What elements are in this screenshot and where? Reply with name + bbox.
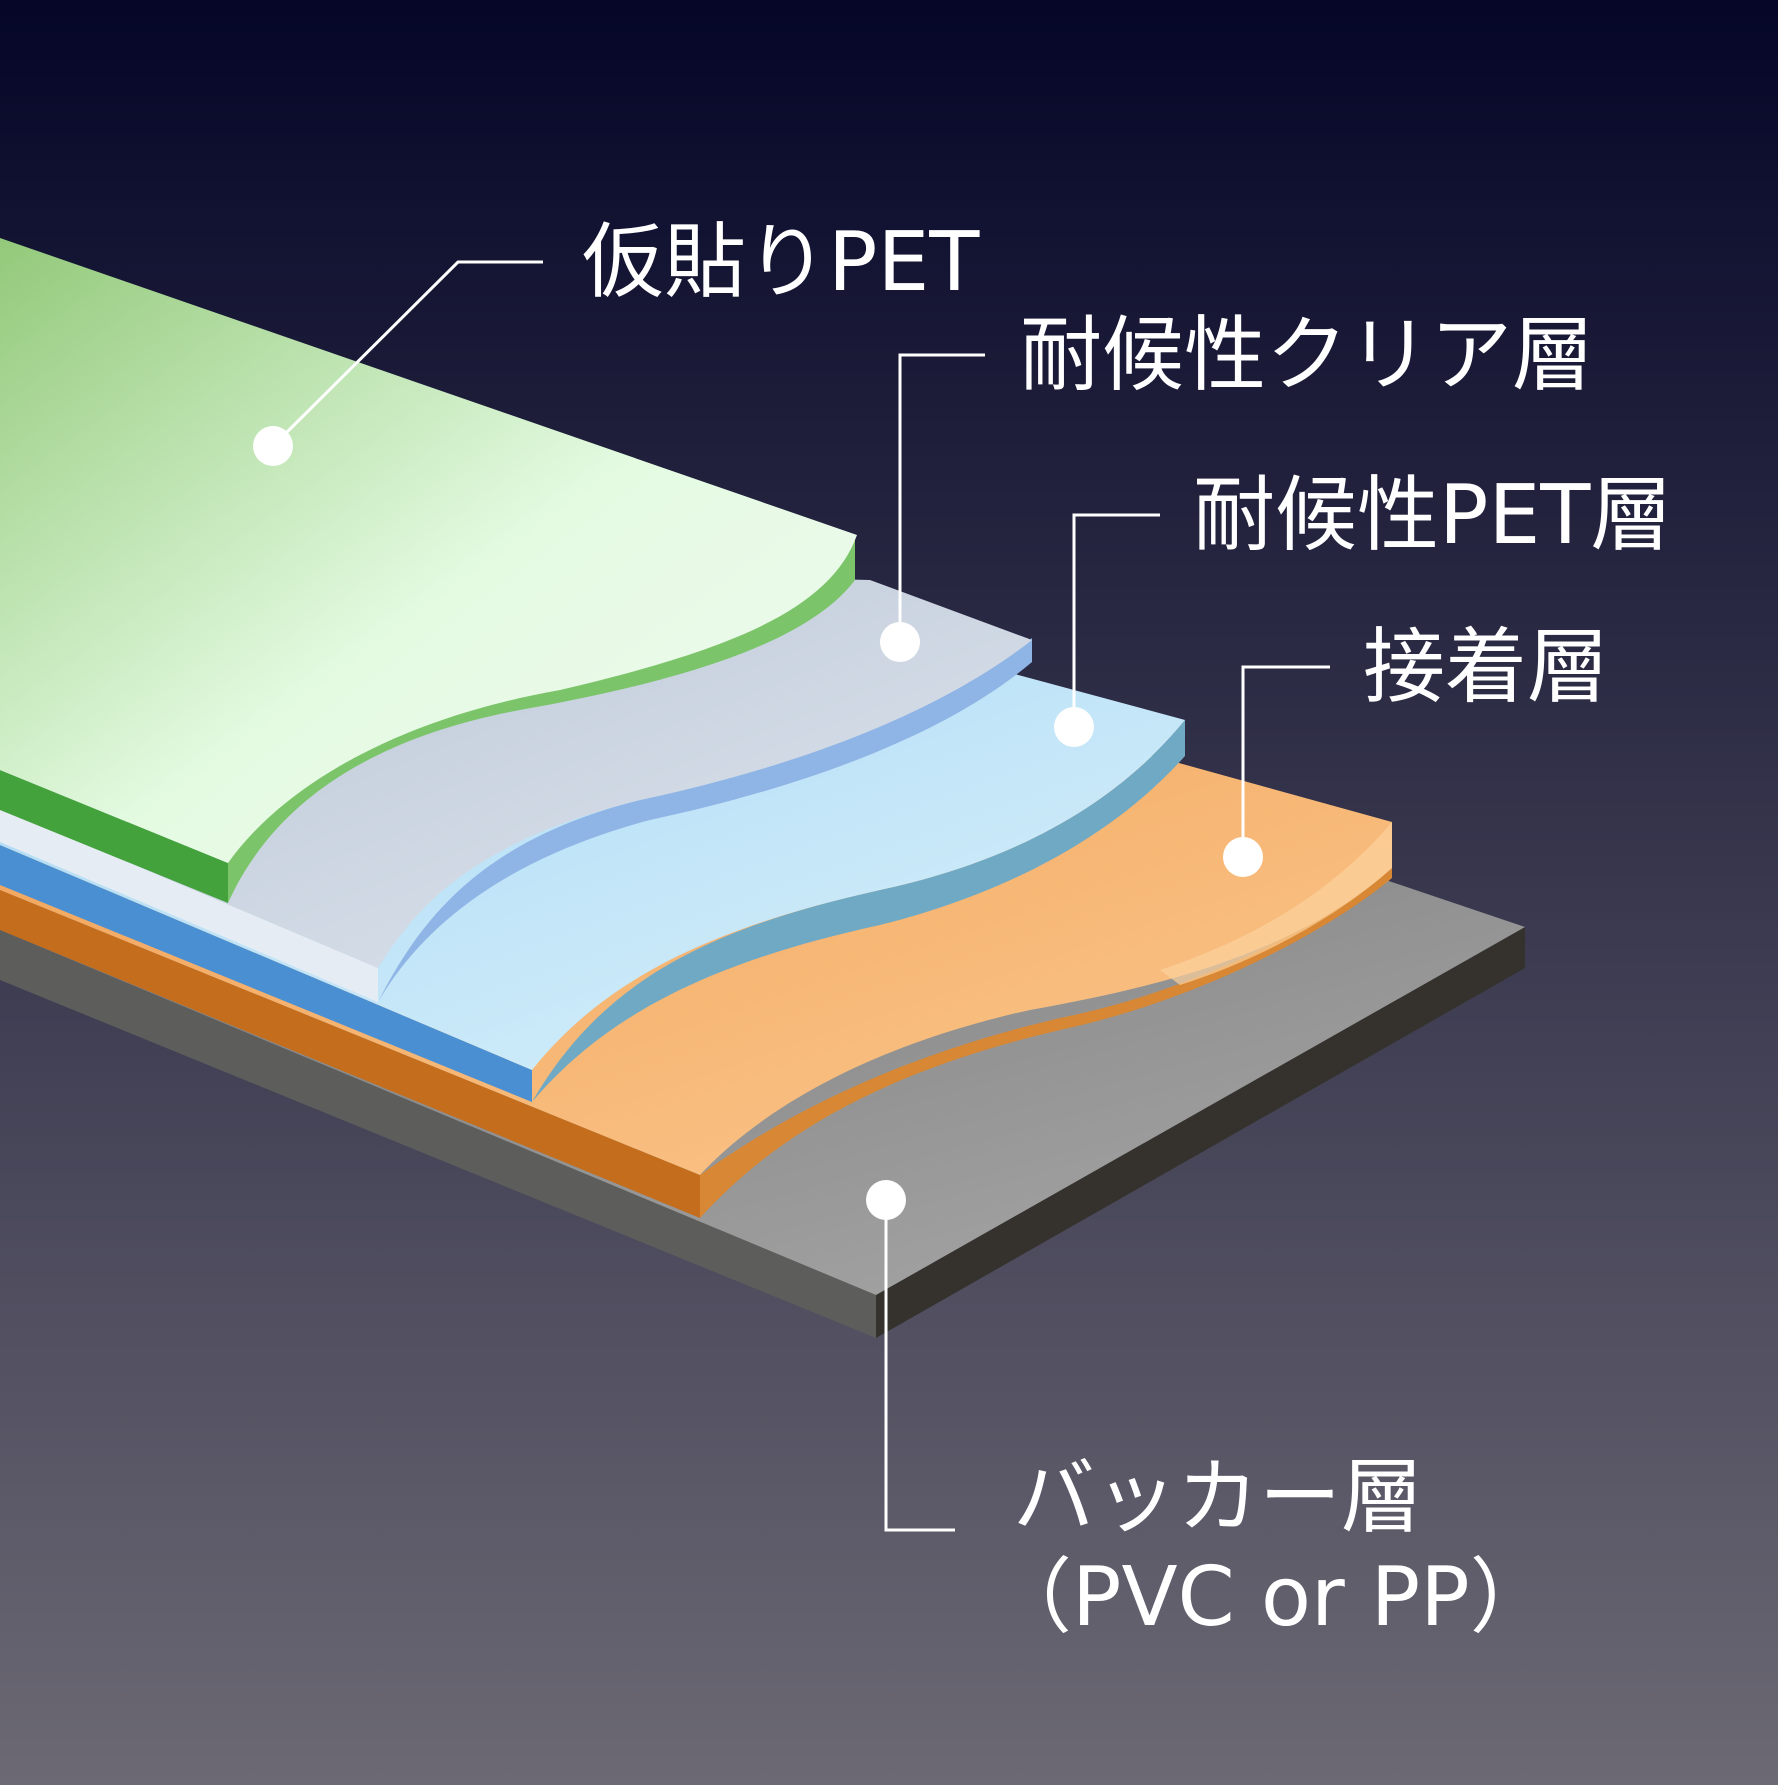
marker-dot-backer xyxy=(866,1180,906,1220)
leader-line-adhesive xyxy=(1241,665,1330,857)
label-pet: 耐候性PET層 xyxy=(1193,468,1672,563)
layer-temp-pet xyxy=(0,238,857,903)
label-clear: 耐候性クリア層 xyxy=(1020,308,1594,403)
marker-dot-clear xyxy=(880,622,920,662)
label-backer-material: （PVC or PP） xyxy=(990,1550,1552,1645)
marker-dot-adhesive xyxy=(1223,837,1263,877)
leader-line-pet xyxy=(1072,513,1160,727)
label-adhesive: 接着層 xyxy=(1363,620,1609,715)
marker-dot-temp-pet xyxy=(253,426,293,466)
marker-dot-pet xyxy=(1054,707,1094,747)
label-temp-pet: 仮貼りPET xyxy=(582,215,980,310)
label-backer: バッカー層 xyxy=(1013,1450,1423,1545)
leader-line-clear xyxy=(898,353,985,642)
layer-labels: 仮貼りPET 耐候性クリア層 耐候性PET層 接着層 バッカー層 （PVC or… xyxy=(582,215,1672,1645)
leader-line-backer xyxy=(884,1200,955,1532)
marker-dots xyxy=(253,426,1263,1220)
leader-line-temp-pet xyxy=(271,260,543,448)
leader-lines xyxy=(271,260,1330,1532)
